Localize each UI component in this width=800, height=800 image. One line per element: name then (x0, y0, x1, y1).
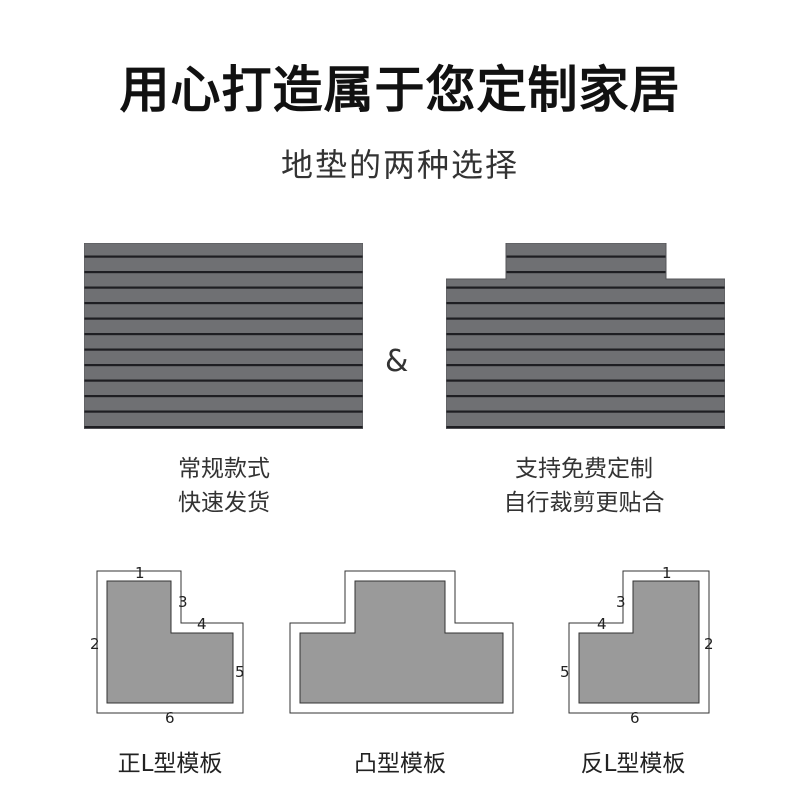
page-subtitle: 地垫的两种选择 (280, 146, 519, 184)
reverse-l-template-label: 反L型模板 (580, 751, 686, 777)
rl-dim-5: 5 (560, 663, 570, 681)
ampersand-connector: & (385, 344, 409, 379)
l-dim-4: 4 (197, 615, 207, 633)
custom-mat-caption: 支持免费定制 自行裁剪更贴合 (474, 452, 694, 520)
convex-template-label: 凸型模板 (354, 751, 446, 777)
l-template-label: 正L型模板 (117, 751, 223, 777)
rl-dim-4: 4 (597, 615, 607, 633)
rl-dim-6: 6 (630, 709, 640, 727)
l-dim-5: 5 (235, 663, 245, 681)
custom-caption-line1: 支持免费定制 (515, 456, 653, 482)
standard-mat-caption: 常规款式 快速发货 (124, 452, 324, 520)
rl-dim-2: 2 (704, 635, 714, 653)
standard-caption-line2: 快速发货 (178, 490, 270, 516)
custom-mat-image (446, 243, 725, 429)
l-dim-2: 2 (90, 635, 100, 653)
reverse-l-template-diagram: 1 2 3 4 5 6 (560, 564, 714, 727)
rl-dim-3: 3 (616, 593, 626, 611)
rl-dim-1: 1 (662, 564, 672, 582)
l-dim-3: 3 (178, 593, 188, 611)
standard-caption-line1: 常规款式 (178, 456, 270, 482)
standard-mat-image (84, 243, 363, 429)
convex-template-diagram (289, 570, 514, 714)
l-dim-6: 6 (165, 709, 175, 727)
l-dim-1: 1 (135, 564, 145, 582)
l-template-diagram: 1 2 3 4 5 6 (90, 564, 245, 727)
custom-caption-line2: 自行裁剪更贴合 (503, 490, 665, 516)
page-title: 用心打造属于您定制家居 (119, 61, 681, 119)
